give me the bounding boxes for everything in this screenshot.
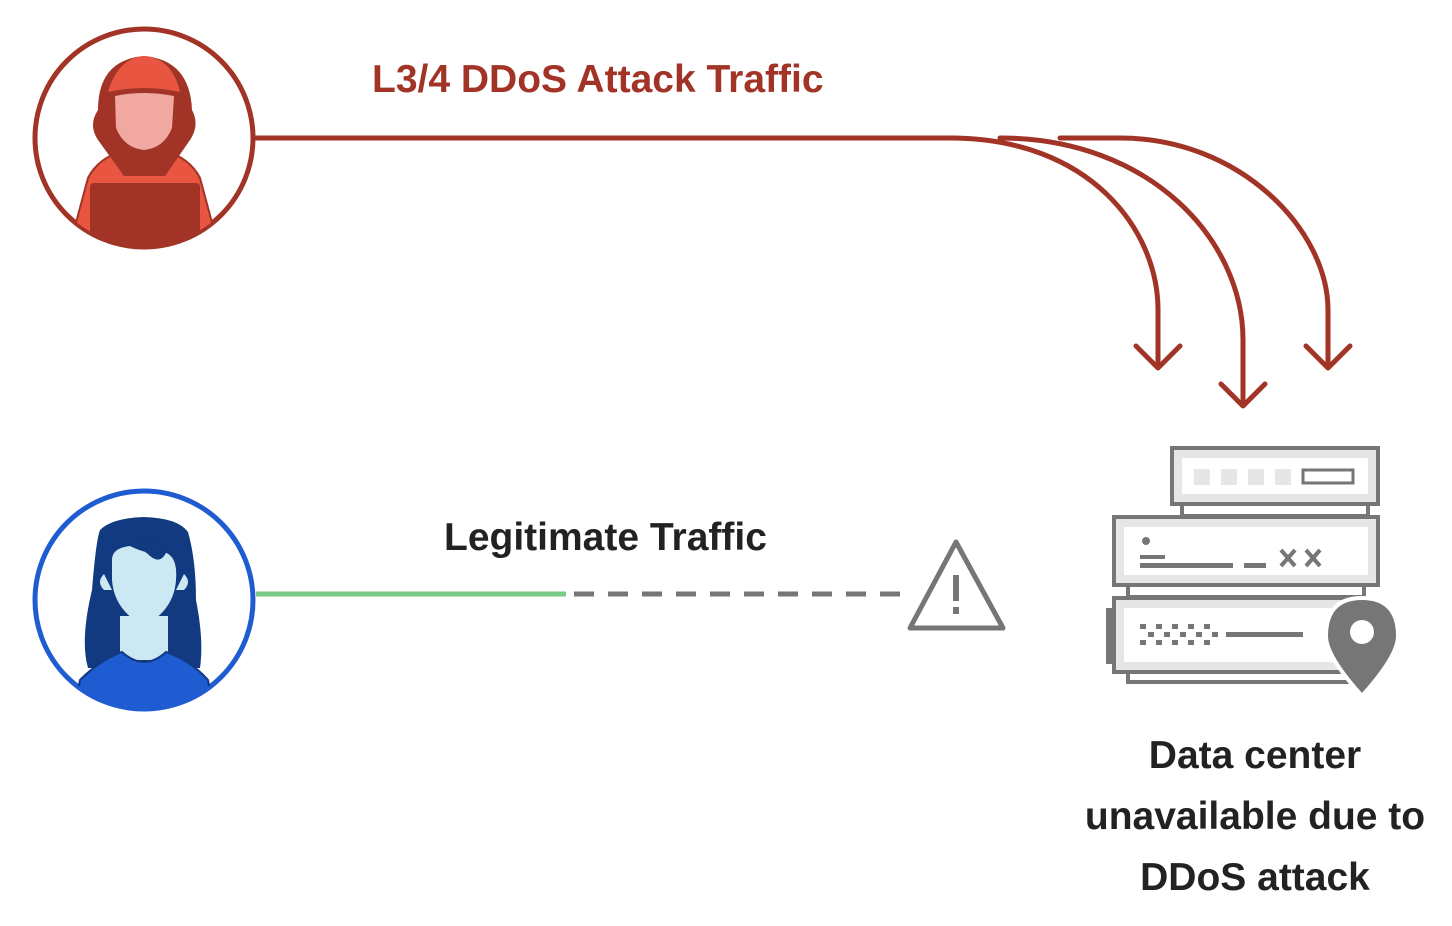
attack-arrow-1 [947,135,1161,369]
hooded-attacker-icon [32,26,256,250]
datacenter-status-label: Data center unavailable due to DDoS atta… [1084,734,1426,899]
location-pin-icon [1323,595,1401,699]
attack-arrow-3 [1057,135,1331,369]
warning-triangle-icon [907,539,1006,631]
legit-traffic-label: Legitimate Traffic [444,516,767,559]
attack-arrow-2 [997,135,1246,407]
server-stack-icon [1106,446,1380,684]
attack-traffic-arrows [252,135,1353,409]
attack-arrow-2-head [1218,381,1268,409]
attack-traffic-label: L3/4 DDoS Attack Traffic [372,58,824,101]
user-woman-icon [32,488,256,712]
attack-arrow-1-head [1133,343,1183,371]
attack-arrow-3-head [1303,343,1353,371]
